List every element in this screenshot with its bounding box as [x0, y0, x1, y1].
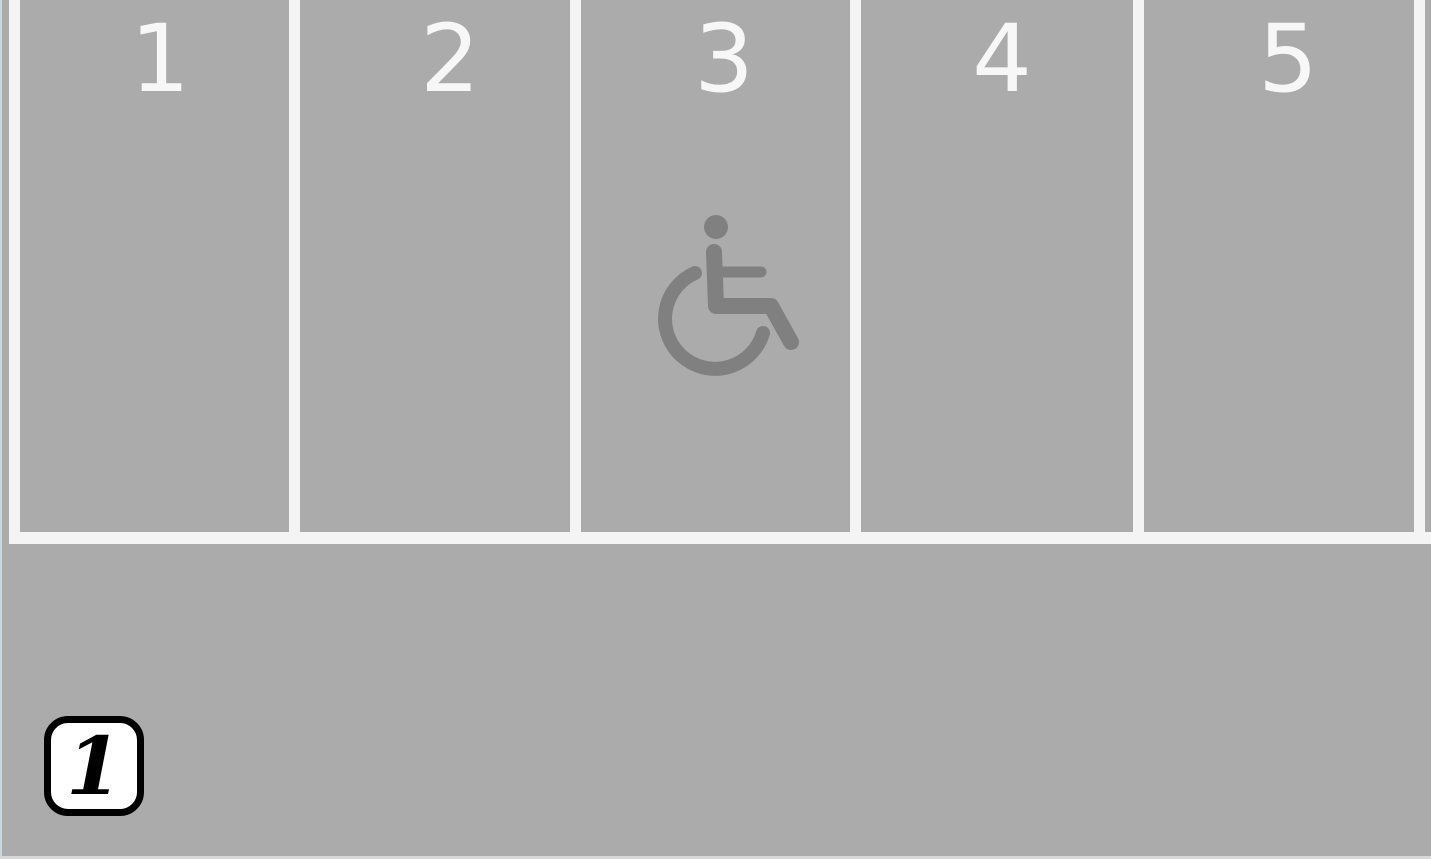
stall-divider-line — [850, 0, 861, 540]
stall-divider-line — [570, 0, 581, 540]
stall-number-3: 3 — [694, 5, 754, 114]
stall-number-1: 1 — [130, 5, 190, 114]
wheelchair-icon — [658, 215, 799, 376]
stall-divider-line — [289, 0, 300, 540]
stall-divider-line — [1133, 0, 1144, 540]
stall-number-5: 5 — [1258, 5, 1318, 114]
left-edge — [0, 0, 2, 859]
stall-number-2: 2 — [420, 5, 480, 114]
stall-divider-line — [1414, 0, 1425, 540]
stall-front-line — [9, 532, 1431, 544]
stall-number-4: 4 — [972, 5, 1032, 114]
level-badge-number: 1 — [66, 719, 122, 813]
bottom-edge — [0, 856, 1431, 859]
stall-divider-line — [9, 0, 20, 540]
level-badge: 1 — [44, 716, 144, 816]
